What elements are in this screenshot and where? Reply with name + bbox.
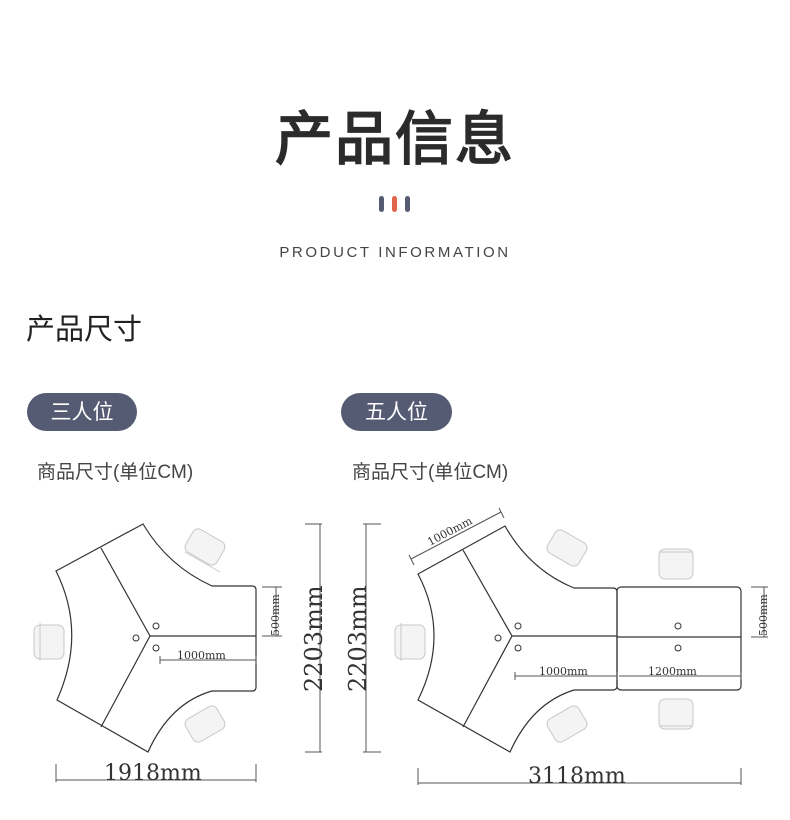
dim-width-label: 3118mm xyxy=(528,764,626,789)
bar-left xyxy=(379,196,384,212)
decorative-bars xyxy=(379,196,413,214)
bar-middle xyxy=(392,196,397,212)
chair-icon xyxy=(184,528,226,573)
three-seat-drawing: 500mm 1000mm 2203mm 1918mm xyxy=(33,523,328,786)
size-note-three-seat: 商品尺寸(单位CM) xyxy=(37,462,194,483)
chair-icon xyxy=(184,705,226,743)
tab-five-seat[interactable]: 五人位 xyxy=(341,393,452,431)
tab-three-seat[interactable]: 三人位 xyxy=(27,393,137,431)
dim-width-label: 1918mm xyxy=(104,761,202,786)
section-title: 产品尺寸 xyxy=(26,312,143,346)
chair-icon xyxy=(658,698,694,730)
five-seat-drawing: 1000mm 500mm 1000mm 1200mm 2203mm 3118mm xyxy=(344,507,770,789)
dim-desk-label: 1000mm xyxy=(177,649,226,662)
dim-height-label: 2203mm xyxy=(300,585,328,692)
chair-icon xyxy=(658,548,694,580)
chair-icon xyxy=(546,705,588,743)
dim-depth-label: 500mm xyxy=(757,594,770,636)
dim-depth-label: 500mm xyxy=(269,594,282,636)
dim-side-label: 1000mm xyxy=(425,514,475,549)
page-title: 产品信息 xyxy=(274,105,515,173)
bar-right xyxy=(405,196,410,212)
page-subtitle: PRODUCT INFORMATION xyxy=(279,244,511,261)
dim-extension-label: 1200mm xyxy=(648,665,697,678)
desk-outline xyxy=(55,523,257,753)
chair-icon xyxy=(546,529,588,567)
chair-icon xyxy=(394,623,426,661)
dim-desk-label: 1000mm xyxy=(539,665,588,678)
chair-icon xyxy=(33,623,65,661)
desk-outline xyxy=(417,525,618,753)
extension-desk xyxy=(616,586,742,691)
size-note-five-seat: 商品尺寸(单位CM) xyxy=(352,462,509,483)
dim-height-label: 2203mm xyxy=(344,585,372,692)
